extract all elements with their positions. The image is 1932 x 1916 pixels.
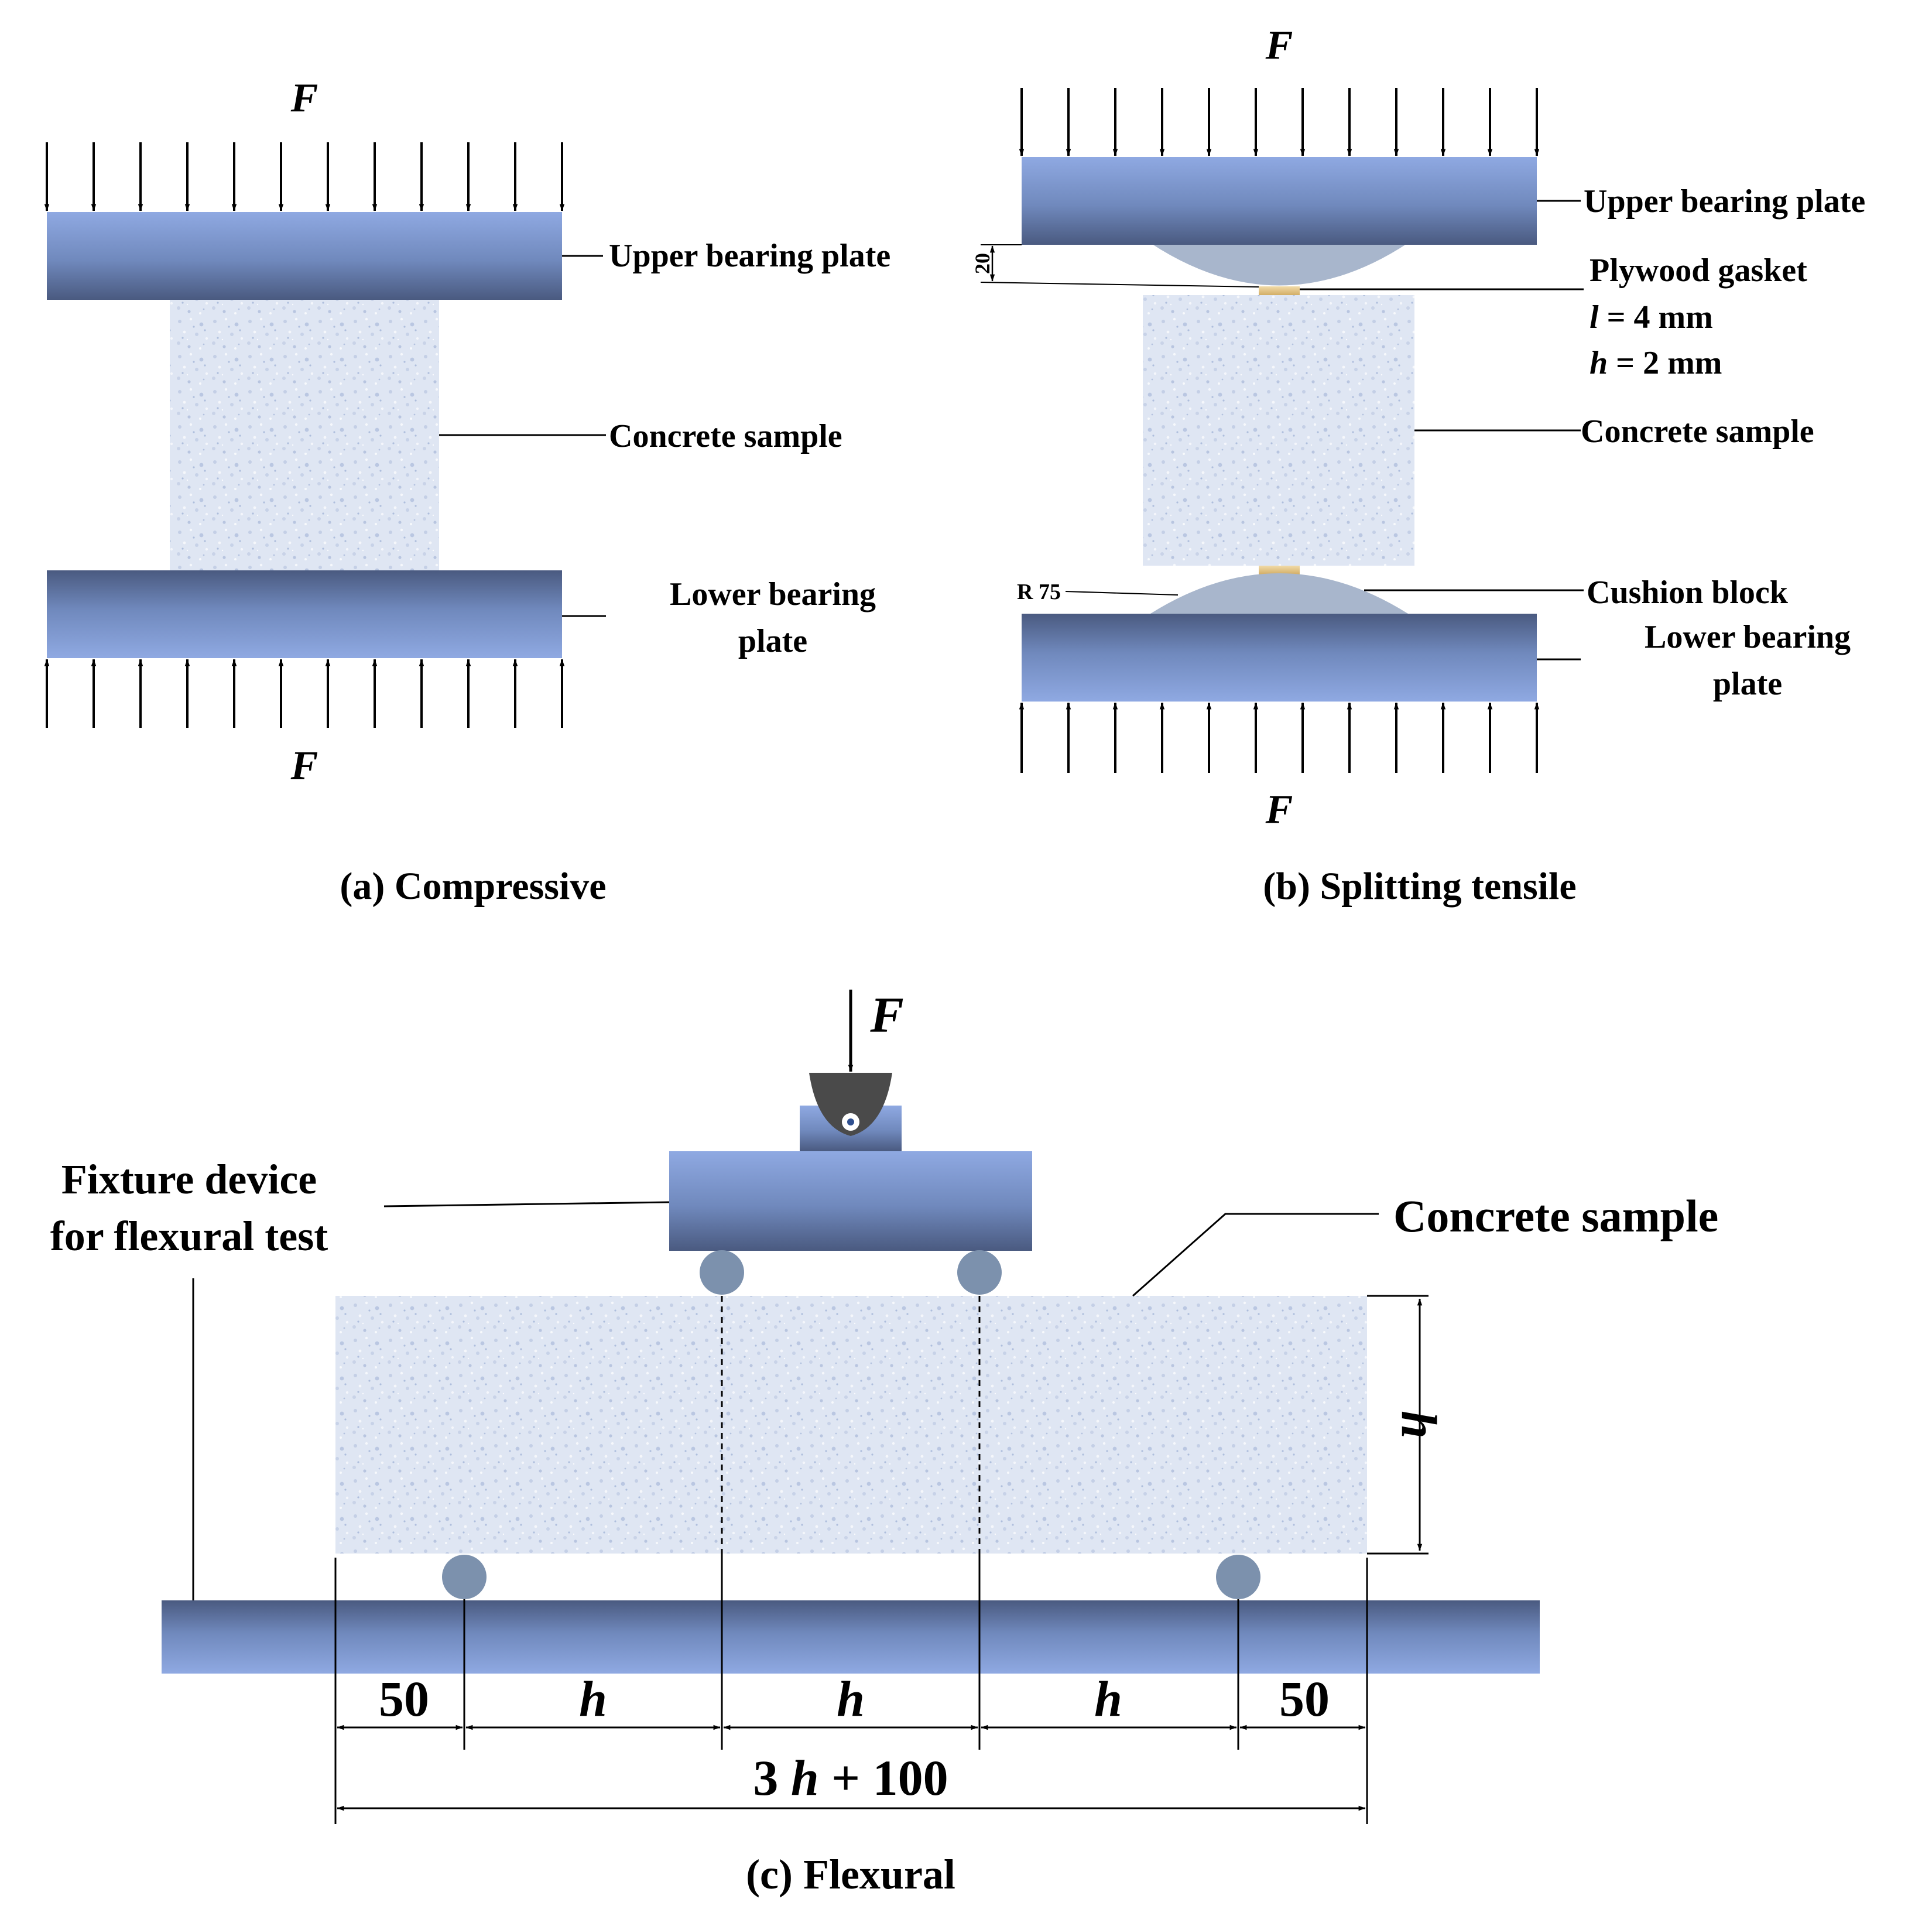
lower-plate-label-line1: Lower bearing	[1645, 619, 1851, 655]
upper-bearing-plate	[47, 212, 562, 300]
sample-leader-line	[1132, 1213, 1379, 1297]
fixture-label-line2: for flexural test	[50, 1213, 328, 1260]
upper-plate-label: Upper bearing plate	[1584, 183, 1865, 220]
span-dimension-extensions	[334, 1554, 1368, 1824]
concrete-sample	[1143, 295, 1414, 566]
concrete-beam-sample	[335, 1296, 1367, 1554]
upper-roller-right	[957, 1250, 1002, 1295]
sample-label: Concrete sample	[1581, 413, 1814, 450]
span-label-right-overhang: 50	[1279, 1671, 1330, 1727]
panel-flexural: F Fixture device for flexural test Concr…	[50, 987, 1719, 1898]
upper-plywood-gasket	[1259, 286, 1300, 295]
force-arrows-top	[44, 142, 565, 211]
force-top-label: F	[1265, 23, 1293, 68]
total-length-label: 3 h + 100	[753, 1750, 948, 1806]
upper-cushion-block	[1150, 243, 1408, 286]
radius-label: R 75	[1017, 580, 1061, 604]
radius-leader-line	[1065, 591, 1179, 596]
lower-plate-label-line2: plate	[738, 623, 807, 659]
upper-roller-left	[700, 1250, 744, 1295]
lower-cushion-block	[1150, 573, 1408, 614]
support-roller-right	[1216, 1555, 1260, 1599]
loading-pin-center	[847, 1118, 854, 1125]
force-arrows-top	[1019, 88, 1540, 156]
force-top-label: F	[290, 76, 318, 121]
gasket-label: Plywood gasket	[1590, 252, 1807, 289]
gasket-height-spec: h = 2 mm	[1590, 345, 1722, 381]
height-label: h	[1391, 1411, 1447, 1439]
support-roller-left	[442, 1555, 487, 1599]
caption-splitting-tensile: (b) Splitting tensile	[1263, 865, 1576, 908]
caption-flexural: (c) Flexural	[746, 1851, 955, 1898]
lower-plywood-gasket	[1259, 566, 1300, 574]
span-label-left-overhang: 50	[379, 1671, 429, 1727]
panel-splitting-tensile: F Upper bearing plate Plywood gasket l =…	[971, 23, 1865, 908]
span-label-shear-right: h	[1094, 1671, 1122, 1727]
lower-bearing-plate	[1022, 614, 1537, 702]
lower-plate-label-line2: plate	[1713, 666, 1782, 702]
sample-label: Concrete sample	[609, 418, 842, 454]
upper-bearing-plate	[1022, 157, 1537, 245]
gasket-length-spec: l = 4 mm	[1590, 299, 1713, 336]
dim-20-ext-bottom	[980, 282, 1259, 288]
dim-20-label: 20	[971, 253, 994, 274]
loading-knife-edge	[809, 1073, 892, 1136]
force-bottom-label: F	[290, 743, 318, 788]
upper-plate-label: Upper bearing plate	[609, 238, 890, 274]
span-label-middle: h	[837, 1671, 865, 1727]
cushion-block-label: Cushion block	[1587, 574, 1789, 611]
fixture-loading-beam	[669, 1151, 1032, 1251]
force-arrows-bottom	[44, 659, 565, 728]
sample-label: Concrete sample	[1393, 1190, 1718, 1241]
lower-plate-label-line1: Lower bearing	[670, 576, 876, 613]
force-bottom-label: F	[1265, 787, 1293, 832]
support-base-plate	[162, 1600, 1540, 1674]
lower-bearing-plate	[47, 570, 562, 658]
force-label: F	[869, 987, 903, 1043]
fixture-label-line1: Fixture device	[61, 1156, 317, 1203]
panel-compressive: F Upper bearing plate Concrete sample Lo…	[44, 76, 890, 908]
span-label-shear-left: h	[579, 1671, 607, 1727]
concrete-sample	[170, 300, 439, 570]
fixture-leader-line	[383, 1201, 670, 1207]
caption-compressive: (a) Compressive	[340, 865, 606, 908]
force-arrows-bottom	[1019, 702, 1540, 773]
